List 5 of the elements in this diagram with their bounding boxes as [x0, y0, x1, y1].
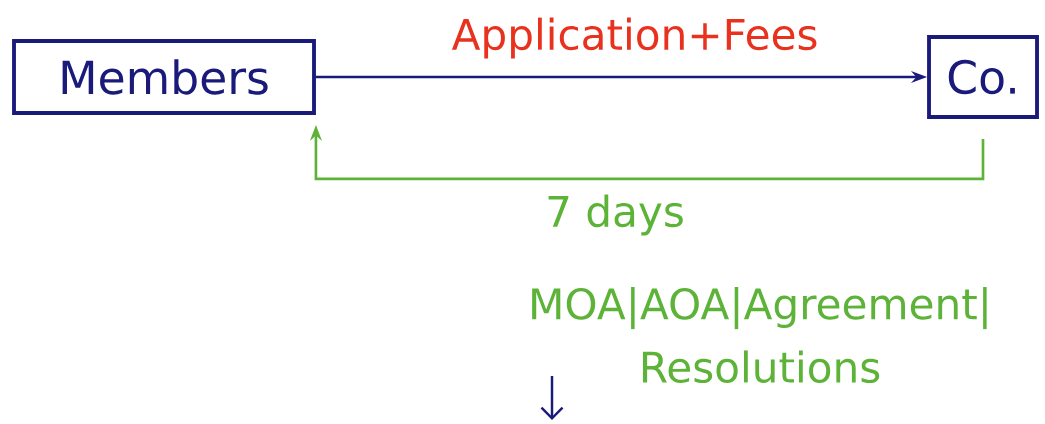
edge-label: Application+Fees	[451, 17, 817, 59]
edge-label: 7 days	[548, 194, 683, 236]
entity-box: Co.	[927, 35, 1039, 119]
entity-box: Members	[12, 39, 316, 115]
note-text: MOA|AOA|Agreement| Resolutions	[532, 286, 987, 384]
